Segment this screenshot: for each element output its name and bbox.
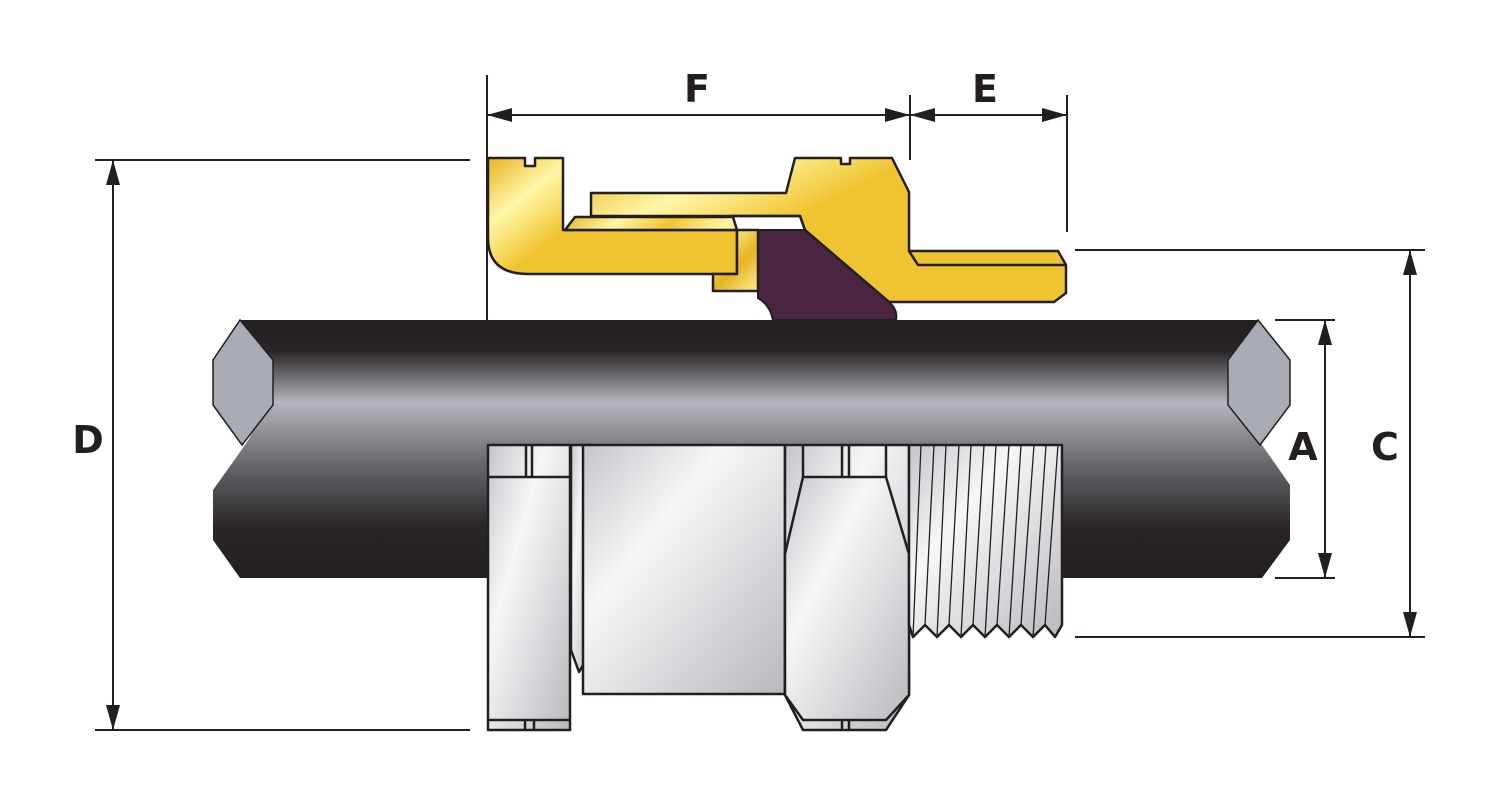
inner-sleeve-section xyxy=(563,215,760,293)
gland-section-top xyxy=(486,156,1068,321)
back-nut-section xyxy=(486,156,739,276)
dimension-label-a: A xyxy=(1288,425,1318,469)
sleeve-body xyxy=(581,443,787,696)
dimension-c-line xyxy=(1075,249,1425,638)
hex-nut-slots xyxy=(801,445,888,730)
seal xyxy=(757,229,898,321)
section-edge-line xyxy=(907,250,1066,267)
section-edge-line xyxy=(733,214,807,231)
dimension-label-d: D xyxy=(72,418,104,462)
cable-end-left xyxy=(212,318,274,447)
cable-end-right xyxy=(1227,318,1291,447)
hex-face xyxy=(783,475,911,722)
back-nut xyxy=(486,443,572,732)
dimension-f-e-line xyxy=(486,75,1068,320)
dimension-d-line xyxy=(95,159,470,731)
thread-lines xyxy=(912,444,1059,638)
gland-exterior-bottom xyxy=(486,443,1064,732)
dimension-label-e: E xyxy=(972,67,998,111)
dimension-lines xyxy=(95,75,1425,731)
back-nut-slots xyxy=(488,445,570,730)
dimension-label-f: F xyxy=(684,67,710,111)
dimension-label-c: C xyxy=(1371,425,1399,469)
